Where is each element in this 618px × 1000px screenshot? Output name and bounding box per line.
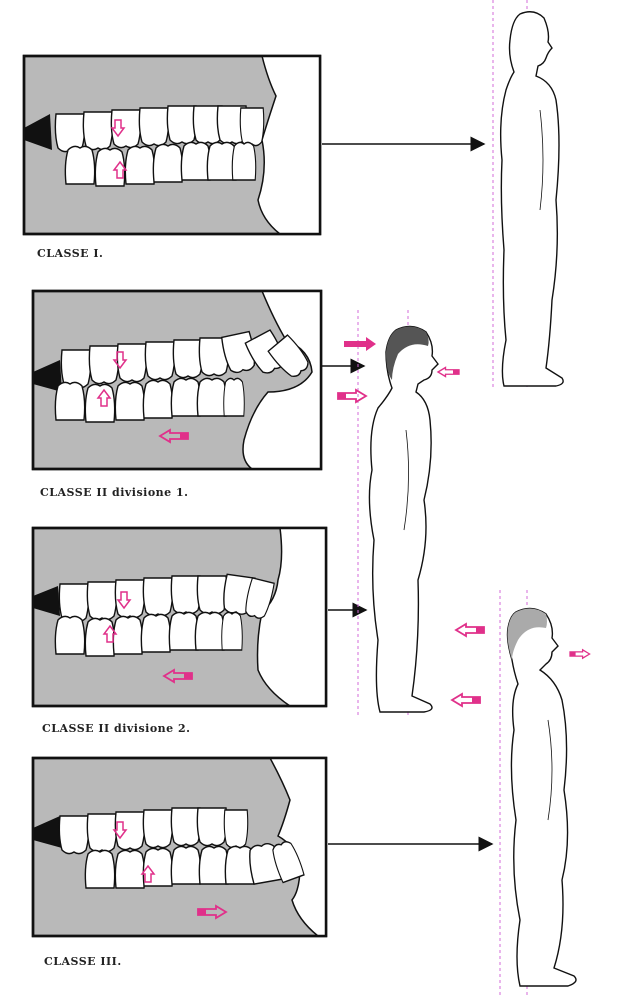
pink-block-arrow-left [437, 366, 460, 378]
pink-bold-arrow-right [344, 337, 376, 351]
caption-class-2-division-1: CLASSE II divisione 1. [40, 486, 189, 499]
pink-block-arrow-right [569, 649, 591, 659]
body-figure-class-1 [492, 0, 564, 390]
caption-class-3: CLASSE III. [44, 955, 122, 968]
panel-class-1 [22, 54, 322, 236]
panel-class-3 [31, 756, 328, 938]
body-figure-class-3 [451, 590, 591, 995]
panel-class-2-division-2 [31, 526, 328, 708]
body-figure-class-2 [337, 310, 460, 715]
pink-block-arrow-left [451, 693, 481, 707]
caption-class-2-division-2: CLASSE II divisione 2. [42, 722, 191, 735]
caption-class-1: CLASSE I. [37, 247, 104, 260]
pink-block-arrow-right [337, 389, 367, 403]
pink-block-arrow-left [455, 623, 485, 637]
panel-class-2-division-1 [31, 289, 323, 471]
